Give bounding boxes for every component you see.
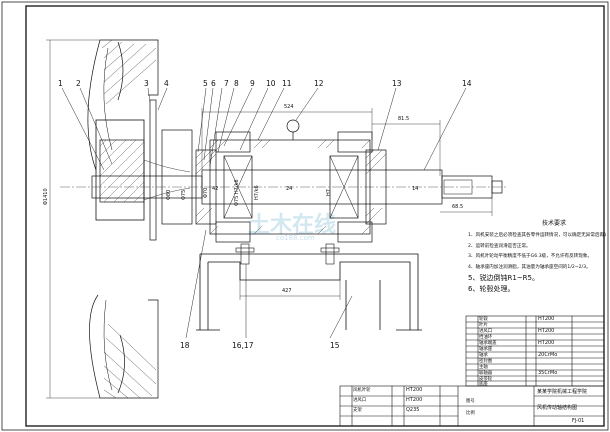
part-name-4: 挡油环 bbox=[479, 335, 493, 340]
label-part-1: 1 bbox=[58, 79, 63, 88]
label-part-6: 6 bbox=[211, 79, 216, 88]
lower-part-1: 风机叶轮 bbox=[353, 388, 371, 393]
support-base bbox=[196, 253, 422, 331]
dim-bottom-span: 427 bbox=[282, 288, 292, 294]
note-line-2: 2、运转前检查润滑是否正常。 bbox=[468, 243, 531, 249]
dim-right-upper: 81.5 bbox=[398, 116, 409, 122]
part-name-11: 皮带轮 bbox=[479, 377, 493, 382]
part-labels: 1 2 3 4 5 6 7 8 9 10 11 12 13 14 15 16,1… bbox=[58, 79, 472, 350]
label-part-8: 8 bbox=[234, 79, 239, 88]
label-part-4: 4 bbox=[164, 79, 169, 88]
lower-material-1: HT200 bbox=[406, 387, 423, 393]
dim-fit-2: H7 bbox=[326, 189, 332, 196]
dim-shaft-dia-1: Φ75 bbox=[181, 190, 187, 200]
leader-lines bbox=[61, 87, 467, 339]
watermark-site: co188.com bbox=[276, 234, 315, 242]
material-7: 35CrMo bbox=[538, 370, 558, 376]
note-line-6: 6、轮毂处理。 bbox=[468, 284, 515, 293]
lower-table bbox=[339, 385, 605, 427]
part-name-7: 轴承 bbox=[479, 353, 488, 358]
fan-impeller bbox=[87, 39, 193, 399]
section-hatching bbox=[195, 139, 387, 235]
label-part-10: 10 bbox=[266, 79, 276, 88]
label-part-13: 13 bbox=[392, 79, 402, 88]
dim-center-c: 14 bbox=[412, 186, 418, 192]
title-block-drawing-no: 图号 bbox=[466, 399, 475, 404]
note-line-4: 4、轴承座内加注润滑脂，其油量为轴承座空间的1/2~2/3。 bbox=[468, 264, 591, 270]
title-block-title: 风机传动轴结构图 bbox=[537, 405, 578, 411]
note-line-1: 1、风机安装之后必须检查其各零件运转情况，可以确定无异常后再进行试运转。 bbox=[468, 233, 606, 238]
dim-outer-dia: Φ1410 bbox=[43, 188, 49, 205]
part-name-9: 主轴 bbox=[479, 365, 488, 370]
part-name-1: 轮毂 bbox=[479, 317, 488, 322]
title-block-code: FJ-01 bbox=[572, 418, 585, 424]
part-name-10: 联轴器 bbox=[479, 371, 493, 376]
label-part-14: 14 bbox=[462, 79, 472, 88]
part-name-2: 叶片 bbox=[479, 323, 488, 328]
material-2: HT200 bbox=[538, 328, 555, 334]
dim-fit-1: H7/k6 bbox=[254, 185, 260, 200]
material-3: HT200 bbox=[538, 340, 555, 346]
lower-material-2: HT200 bbox=[406, 397, 423, 403]
title-block-scale: 比例 bbox=[466, 411, 475, 416]
part-name-12: 底座 bbox=[479, 382, 488, 387]
title-block-company: 某某学院机械工程学院 bbox=[537, 389, 588, 395]
notes-title: 技术要求 bbox=[541, 220, 566, 227]
label-part-18: 18 bbox=[180, 341, 190, 350]
label-part-12: 12 bbox=[314, 79, 324, 88]
dim-center-b: 42 bbox=[212, 186, 218, 192]
part-name-5: 轴承端盖 bbox=[479, 341, 497, 346]
dim-top-span: 524 bbox=[284, 104, 294, 110]
material-4: 20CrMo bbox=[538, 352, 558, 358]
lower-part-2: 进风口 bbox=[353, 398, 367, 403]
label-part-2: 2 bbox=[76, 79, 81, 88]
label-part-9: 9 bbox=[250, 79, 255, 88]
dimension-texts: 524 81.5 68.5 427 Φ1410 Φ75 Φ70 Φ80 Φ75 … bbox=[43, 104, 463, 294]
label-part-7: 7 bbox=[224, 79, 229, 88]
part-name-3: 进风口 bbox=[479, 329, 493, 334]
part-name-6: 轴承座 bbox=[479, 347, 493, 352]
note-line-3: 3、风机叶轮动平衡精度不低于G6.3级，不允许有反转现象。 bbox=[468, 254, 593, 260]
dim-seal-dia: Φ75 H7/k6 bbox=[234, 179, 240, 206]
lower-material-3: Q235 bbox=[406, 407, 420, 413]
label-part-5: 5 bbox=[203, 79, 208, 88]
label-part-16-17: 16,17 bbox=[232, 341, 254, 350]
label-part-11: 11 bbox=[282, 79, 292, 88]
dim-center-a: 24 bbox=[286, 186, 292, 192]
inner-frame bbox=[25, 5, 605, 427]
lower-part-3: 支架 bbox=[353, 408, 362, 413]
material-1: HT200 bbox=[538, 316, 555, 322]
parts-table bbox=[465, 315, 605, 387]
label-part-15: 15 bbox=[330, 341, 340, 350]
part-name-8: 密封圈 bbox=[479, 359, 493, 364]
dim-right-lower: 68.5 bbox=[452, 204, 463, 210]
dim-shaft-dia-3: Φ80 bbox=[166, 190, 172, 200]
dim-shaft-dia-2: Φ70 bbox=[203, 188, 209, 198]
note-line-5: 5、锐边倒钝R1~R5。 bbox=[468, 274, 539, 283]
technical-notes: 技术要求 1、风机安装之后必须检查其各零件运转情况，可以确定无异常后再进行试运转… bbox=[468, 218, 606, 295]
dimension-lines bbox=[46, 39, 493, 399]
label-part-3: 3 bbox=[144, 79, 149, 88]
